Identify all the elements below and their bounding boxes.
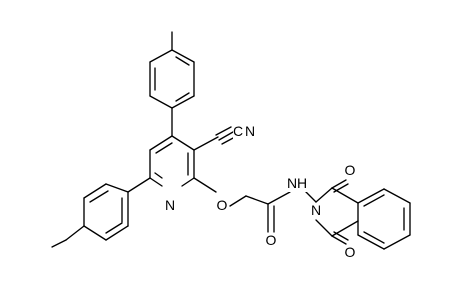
bond-cyano-triple-b [215, 126, 232, 136]
atom-pyridine-n: N [164, 197, 176, 214]
bond-cyano-triple-c [221, 136, 236, 145]
atom-imide-o-bottom-text: O [345, 244, 356, 260]
bond-tolyl1-4 [149, 95, 173, 109]
bond-c-top-ring [331, 187, 359, 204]
atom-amide-o: O [265, 232, 277, 249]
bond-py-1 [171, 135, 195, 151]
bond-tolyl2-4 [65, 225, 85, 241]
bond-o-to-ch2 [229, 195, 247, 207]
bond-tolyl2-6 [105, 225, 129, 241]
bond-benz-5 [357, 234, 385, 250]
atom-cyano-n: N [244, 123, 256, 140]
atom-cyano-c: C [233, 123, 243, 140]
atom-amide-nh: N H [285, 175, 307, 192]
bond-benz-d3 [363, 231, 385, 244]
bond-tolyl1-6 [149, 49, 173, 63]
bond-tolyl2-2 [83, 183, 107, 199]
bond-c-bottom-o [331, 235, 347, 245]
atom-cyano-c-text: C [233, 123, 243, 139]
bond-benz-d1 [363, 194, 385, 207]
atom-imide-o-top-text: O [345, 162, 356, 178]
bond-tolyl2-d1 [89, 190, 109, 203]
bond-tolyl1-d2 [175, 92, 190, 102]
atom-pyridine-n-text: N [165, 197, 175, 213]
bonds [51, 31, 411, 250]
bond-py-to-o [193, 177, 217, 193]
atom-imide-o-top: O [344, 162, 356, 179]
atom-amide-o-text: O [266, 232, 277, 248]
bond-n-to-c-top [315, 187, 333, 203]
bond-py-3 [181, 177, 195, 187]
bond-co-to-nh [267, 191, 291, 205]
bond-py-6 [149, 135, 173, 151]
bond-c-bottom-ring [331, 220, 359, 237]
bond-benz-1 [357, 188, 385, 204]
bond-py-to-tolyl2 [127, 177, 151, 193]
bond-py-4 [149, 177, 163, 187]
bond-tolyl2-1 [105, 183, 129, 193]
atom-imide-n: N [310, 202, 322, 219]
bond-tolyl1-1 [171, 49, 195, 63]
bond-ch2-to-co [245, 195, 269, 205]
atom-ether-o-text: O [217, 197, 228, 213]
bond-tolyl1-3 [171, 95, 195, 109]
bond-c-top-o [331, 179, 347, 189]
atom-labels: C N N O O N H N O [164, 123, 356, 261]
atom-amide-h-text: H [297, 175, 307, 191]
bond-py-d2 [155, 142, 173, 154]
bond-tolyl2-d2 [105, 222, 123, 234]
bond-tolyl2-5 [83, 225, 107, 241]
bond-benz-4 [383, 234, 411, 250]
bond-tolyl1-d1 [175, 56, 190, 66]
atom-ether-o: O [216, 197, 228, 214]
bond-cyano-c [193, 136, 219, 151]
bond-n-to-c-bottom [315, 219, 333, 237]
bond-methyl-bottom [51, 239, 67, 248]
bond-cyano-triple-a [218, 131, 234, 141]
atom-imide-n-text: N [311, 202, 321, 218]
bond-benz-2 [383, 188, 411, 204]
atom-amide-n-text: N [287, 175, 297, 191]
atom-imide-o-bottom: O [344, 244, 356, 261]
atom-cyano-n-text: N [245, 123, 255, 139]
bond-py-d3 [154, 172, 163, 179]
